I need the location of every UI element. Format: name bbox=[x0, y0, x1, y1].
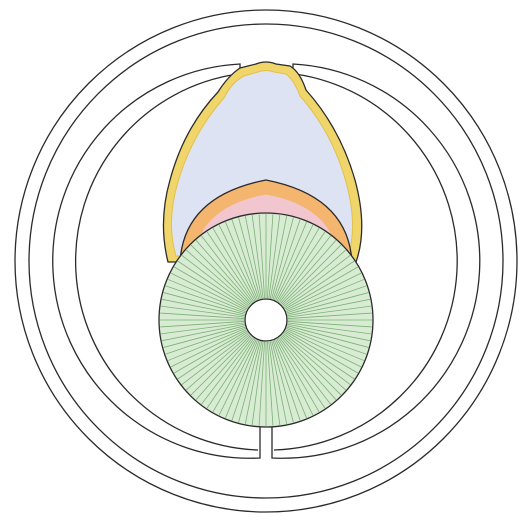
central-pore bbox=[245, 299, 287, 341]
